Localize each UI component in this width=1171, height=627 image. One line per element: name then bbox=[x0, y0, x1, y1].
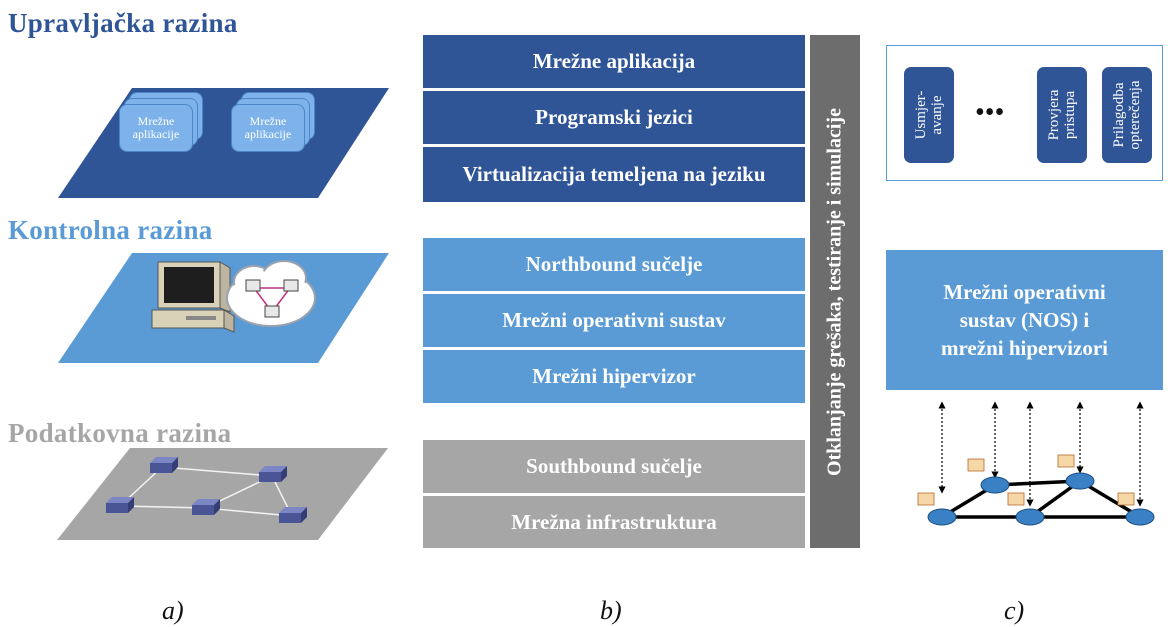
app-layer-title: Upravljačka razina bbox=[8, 8, 238, 38]
app-card-front: Mrežne aplikacije bbox=[231, 104, 305, 152]
control-layer-title: Kontrolna razina bbox=[8, 215, 213, 245]
block-northbound-interface: Northbound sučelje bbox=[423, 238, 805, 291]
ellipsis: ••• bbox=[975, 97, 1005, 128]
caption-c: c) bbox=[1004, 596, 1025, 625]
nos-line1: Mrežni operativni bbox=[943, 280, 1106, 304]
app-card-line1: Mrežne bbox=[137, 114, 175, 128]
block-southbound-interface: Southbound sučelje bbox=[423, 440, 805, 493]
app-card-line2: aplikacije bbox=[132, 127, 180, 141]
switch-icon bbox=[259, 466, 287, 482]
data-layer-title: Podatkovna razina bbox=[8, 418, 232, 448]
app-card-front: Mrežne aplikacije bbox=[119, 104, 193, 152]
routing-app: Usmjer-avanje bbox=[904, 67, 954, 163]
debug-test-sim-bar: Otklanjanje grešaka, testiranje i simula… bbox=[810, 35, 860, 548]
app-card-line2: aplikacije bbox=[244, 127, 292, 141]
routing-app-label: Usmjer-avanje bbox=[913, 90, 945, 140]
debug-test-sim-label: Otklanjanje grešaka, testiranje i simula… bbox=[823, 107, 846, 476]
block-network-os: Mrežni operativni sustav bbox=[423, 294, 805, 347]
nos-line2: sustav (NOS) i bbox=[959, 308, 1090, 332]
switch-icon bbox=[192, 499, 220, 515]
switch-icon bbox=[150, 457, 178, 473]
computer-icon bbox=[151, 261, 235, 333]
apps-frame bbox=[886, 45, 1163, 181]
caption-a: a) bbox=[162, 596, 184, 625]
switch-icon bbox=[279, 507, 307, 523]
app-card-line1: Mrežne bbox=[249, 114, 287, 128]
network-topology bbox=[917, 401, 1155, 526]
cloud-network-icon bbox=[226, 260, 316, 327]
block-language-virtualization: Virtualizacija temeljena na jeziku bbox=[423, 147, 805, 202]
nos-box: Mrežni operativni sustav (NOS) i mrežni … bbox=[886, 250, 1163, 390]
block-network-apps: Mrežne aplikacija bbox=[423, 35, 805, 88]
switch-icon bbox=[106, 497, 134, 513]
nos-line3: mrežni hipervizori bbox=[941, 336, 1108, 360]
block-network-infrastructure: Mrežna infrastruktura bbox=[423, 496, 805, 548]
caption-b: b) bbox=[600, 596, 622, 625]
block-network-hypervisor: Mrežni hipervizor bbox=[423, 350, 805, 403]
block-programming-languages: Programski jezici bbox=[423, 91, 805, 144]
